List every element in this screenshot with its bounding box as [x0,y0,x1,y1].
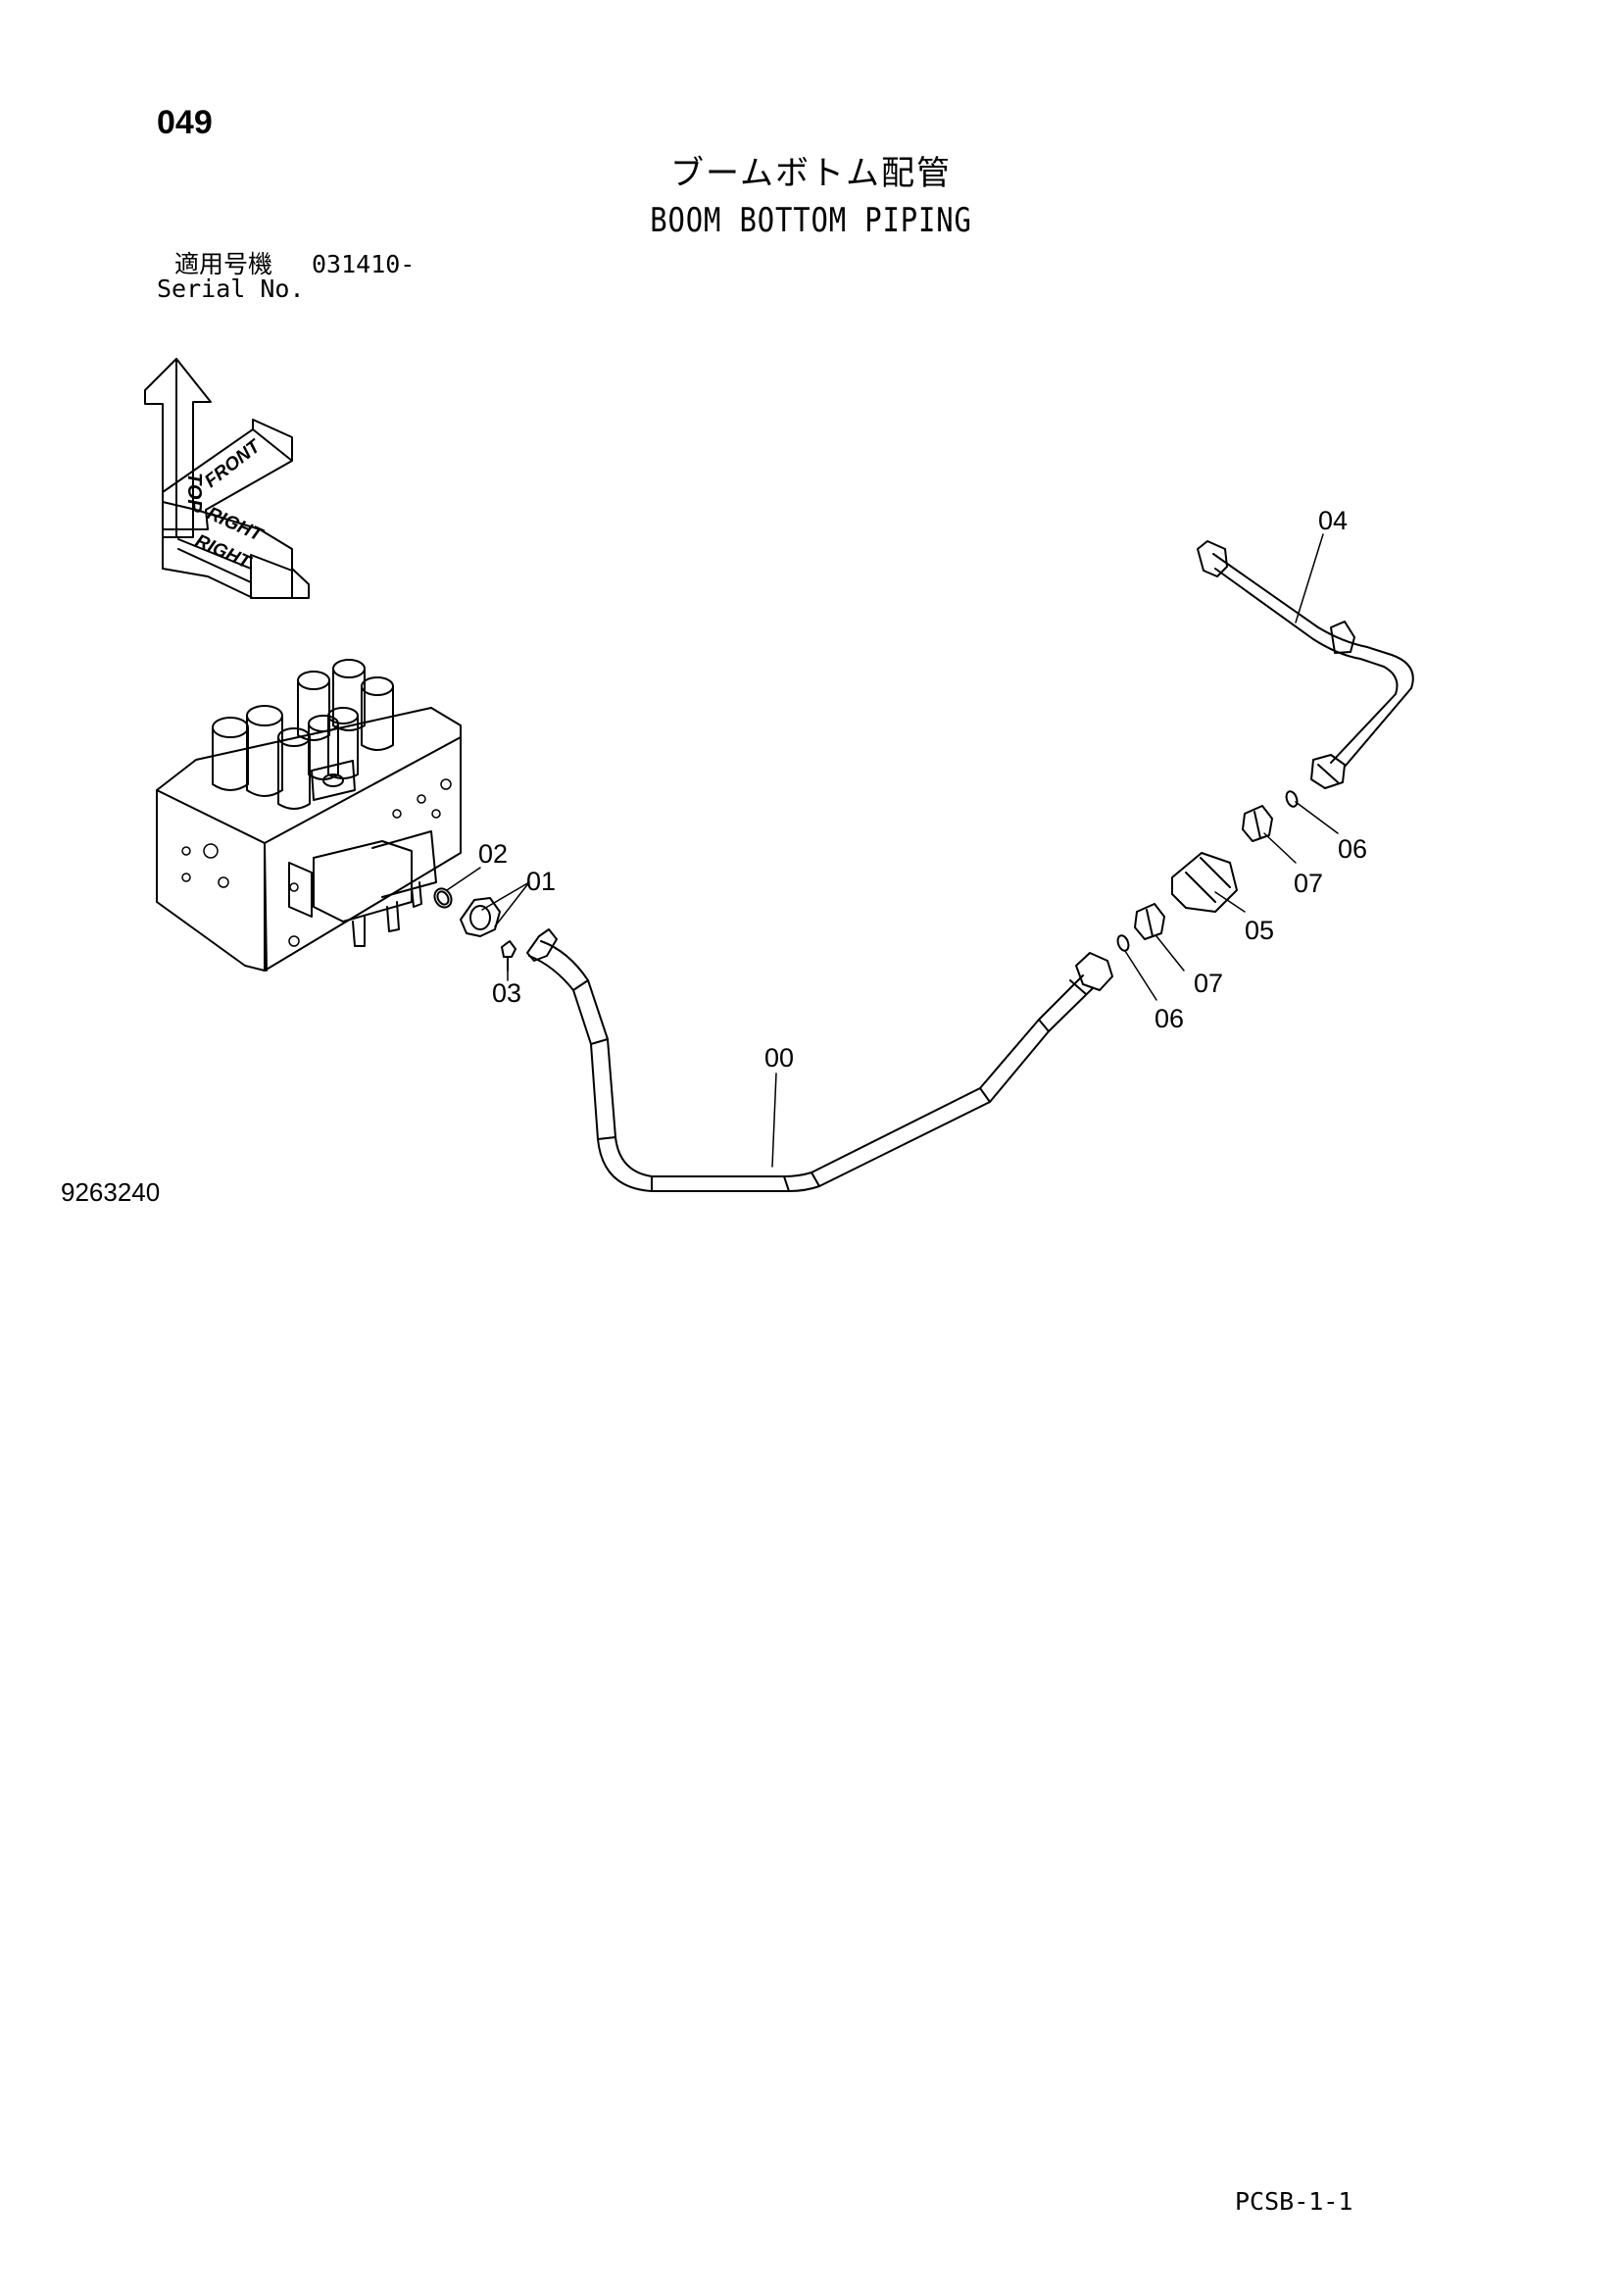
title-japanese: ブームボトム配管 [670,154,952,193]
sheet-code: PCSB-1-1 [1235,2187,1353,2216]
part-02-o-ring [433,887,453,909]
part-01-split-flange [460,897,501,937]
callout-04: 04 [1318,506,1348,535]
serial-label-english: Serial No. [157,275,305,303]
right-arrow-shape [162,501,310,599]
title-english: BOOM BOTTOM PIPING [650,201,972,240]
orientation-indicator: TOP FRONT RIGHT RIGHT [144,358,310,599]
callout-07-lower: 07 [1194,969,1223,998]
top-arrow-shape [144,358,212,538]
serial-value: 031410- [312,250,416,278]
valve-spools [212,659,394,810]
serial-label-japanese: 適用号機 [174,250,273,278]
callout-06-lower: 06 [1155,1004,1184,1033]
pipe-00-outline-bottom [528,955,1094,1192]
callout-01: 01 [526,867,556,896]
callout-03: 03 [492,978,521,1008]
part-04-pipe [1197,540,1414,789]
callout-labels: 00 01 02 03 04 05 06 06 07 07 [478,506,1367,1073]
callout-05: 05 [1245,916,1274,945]
valve-end-caps [288,830,437,947]
part-07-adapter-upper [1242,805,1273,842]
orientation-top-label: TOP [183,473,205,513]
pipe-00-outline-top [540,940,1084,1177]
part-06-o-ring-lower [1116,934,1130,952]
callout-07-upper: 07 [1294,869,1323,898]
control-valve-block [156,659,462,972]
callout-02: 02 [478,839,508,869]
valve-ports [181,778,452,947]
callout-00: 00 [764,1043,794,1073]
part-06-o-ring-upper [1285,790,1299,808]
leader-lines [446,533,1339,1168]
part-00-main-pipe [526,928,1113,1192]
callout-06-upper: 06 [1338,834,1367,864]
part-03-bolt [501,940,516,972]
part-07-adapter-lower [1134,903,1165,940]
page-number: 049 [157,104,213,141]
drawing-number: 9263240 [61,1177,161,1207]
part-05-union [1171,852,1238,913]
